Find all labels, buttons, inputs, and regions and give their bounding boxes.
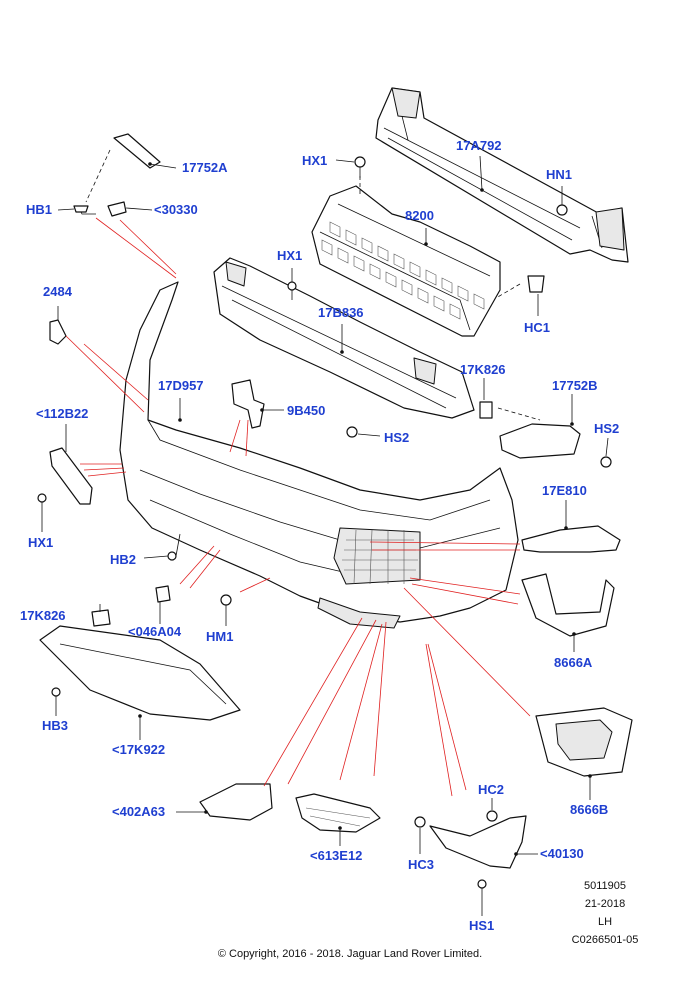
callout-613E12[interactable]: <613E12 bbox=[310, 848, 363, 863]
callout-40130[interactable]: <40130 bbox=[540, 846, 584, 861]
callout-17K826-left[interactable]: 17K826 bbox=[20, 608, 66, 623]
reference-illustration-id: C0266501-05 bbox=[571, 934, 639, 946]
daytime-lamp-17E810 bbox=[521, 525, 621, 553]
callout-17K922[interactable]: <17K922 bbox=[112, 742, 166, 757]
callout-112B22[interactable]: <112B22 bbox=[36, 406, 89, 421]
grille-insert-613E12 bbox=[295, 793, 381, 833]
clip-HC1 bbox=[527, 275, 545, 293]
duct-402A63 bbox=[199, 783, 273, 821]
callout-8200[interactable]: 8200 bbox=[405, 208, 434, 223]
callout-8666B[interactable]: 8666B bbox=[570, 802, 609, 817]
reference-side: LH bbox=[597, 916, 613, 928]
undertray-17K922 bbox=[39, 625, 241, 721]
copyright-notice: © Copyright, 2016 - 2018. Jaguar Land Ro… bbox=[217, 948, 483, 960]
callout-HX1-mid[interactable]: HX1 bbox=[277, 248, 303, 263]
callout-HX1-left[interactable]: HX1 bbox=[28, 535, 54, 550]
callout-HB1[interactable]: HB1 bbox=[26, 202, 53, 217]
screw-HC3 bbox=[414, 816, 426, 828]
screw-HX1-top bbox=[354, 156, 366, 178]
bracket-40130 bbox=[429, 815, 527, 869]
callout-HB3[interactable]: HB3 bbox=[42, 718, 69, 733]
fog-lamp-17752B bbox=[499, 423, 581, 459]
push-pin-30330 bbox=[107, 201, 127, 217]
bezel-8666A bbox=[521, 573, 615, 637]
callout-HC2[interactable]: HC2 bbox=[478, 782, 505, 797]
callout-17B836[interactable]: 17B836 bbox=[318, 305, 364, 320]
fastener-HB1 bbox=[73, 205, 96, 215]
screw-HB2 bbox=[167, 533, 181, 561]
screw-HN1 bbox=[556, 204, 568, 216]
screw-HM1 bbox=[220, 594, 232, 612]
callout-046A04[interactable]: <046A04 bbox=[128, 624, 182, 639]
callout-HS2-right[interactable]: HS2 bbox=[594, 421, 620, 436]
clip-17K826-right bbox=[479, 401, 493, 419]
red-location-lines bbox=[65, 217, 531, 797]
screw-HC2 bbox=[486, 810, 498, 822]
callout-17E810[interactable]: 17E810 bbox=[542, 483, 587, 498]
screw-HX1-left bbox=[37, 493, 47, 516]
clip-17K826-left bbox=[91, 609, 111, 627]
grille-8200 bbox=[311, 185, 501, 337]
callout-17752A[interactable]: 17752A bbox=[182, 160, 228, 175]
screw-HS2-right bbox=[600, 456, 612, 468]
callout-17D957[interactable]: 17D957 bbox=[158, 378, 204, 393]
callout-HX1-top[interactable]: HX1 bbox=[302, 153, 328, 168]
callout-17752B[interactable]: 17752B bbox=[552, 378, 598, 393]
bracket-9B450 bbox=[231, 379, 265, 429]
callout-402A63[interactable]: <402A63 bbox=[112, 804, 166, 819]
callout-17A792[interactable]: 17A792 bbox=[456, 138, 502, 153]
callout-9B450[interactable]: 9B450 bbox=[287, 403, 326, 418]
leader-lines bbox=[41, 155, 609, 916]
screw-HX1-mid bbox=[287, 281, 297, 300]
callout-17K826-right[interactable]: 17K826 bbox=[460, 362, 506, 377]
callout-2484[interactable]: 2484 bbox=[43, 284, 72, 299]
reference-date: 21-2018 bbox=[584, 898, 626, 910]
screw-HS1 bbox=[477, 879, 487, 904]
bezel-8666B bbox=[535, 707, 633, 777]
callout-8666A[interactable]: 8666A bbox=[554, 655, 593, 670]
dashed-fitment-lines bbox=[85, 149, 541, 421]
callout-HS2-mid[interactable]: HS2 bbox=[384, 430, 410, 445]
bumper-beam-17A792 bbox=[375, 87, 629, 263]
upper-bracket-17B836 bbox=[213, 257, 475, 419]
clip-046A04 bbox=[155, 585, 171, 603]
screw-HS2-mid bbox=[346, 426, 358, 438]
callout-HB2[interactable]: HB2 bbox=[110, 552, 137, 567]
callout-HM1[interactable]: HM1 bbox=[206, 629, 234, 644]
side-bracket-112B22 bbox=[49, 447, 93, 505]
callout-HN1[interactable]: HN1 bbox=[546, 167, 573, 182]
trim-plate-17752A bbox=[113, 133, 161, 169]
callout-30330[interactable]: <30330 bbox=[154, 202, 198, 217]
reference-number: 5011905 bbox=[583, 880, 626, 892]
callout-HS1[interactable]: HS1 bbox=[469, 918, 495, 933]
screw-HB3 bbox=[51, 687, 61, 712]
callout-HC3[interactable]: HC3 bbox=[408, 857, 435, 872]
bracket-2484 bbox=[49, 319, 67, 345]
callout-HC1[interactable]: HC1 bbox=[524, 320, 551, 335]
